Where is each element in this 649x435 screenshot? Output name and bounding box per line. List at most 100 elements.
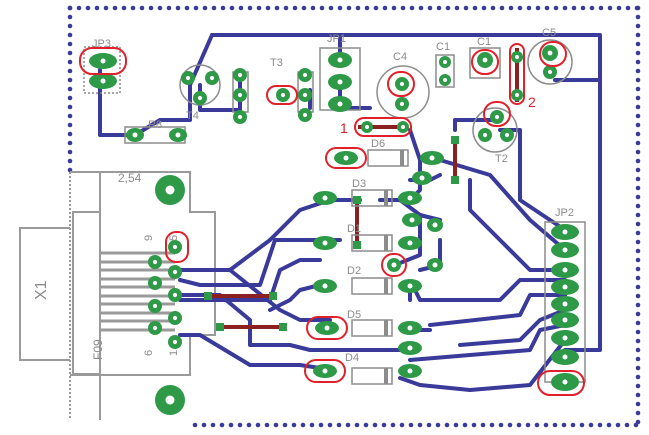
outline-dot xyxy=(264,422,270,428)
outline-dot xyxy=(635,68,641,74)
outline-dot xyxy=(472,5,478,11)
outline-dot xyxy=(454,5,460,11)
label-d1: D1 xyxy=(347,223,361,235)
outline-dot xyxy=(67,86,73,92)
label-pin1: 1 xyxy=(168,350,180,356)
outline-dot xyxy=(499,5,505,11)
outline-dot xyxy=(525,422,531,428)
pad-hole xyxy=(165,185,175,195)
pad-hole xyxy=(152,259,158,265)
outline-dot xyxy=(67,104,73,110)
outline-dot xyxy=(635,113,641,119)
outline-dot xyxy=(282,422,288,428)
outline-dot xyxy=(598,5,604,11)
outline-dot xyxy=(635,356,641,362)
outline-dot xyxy=(589,5,595,11)
outline-dot xyxy=(67,131,73,137)
outline-dot xyxy=(635,203,641,209)
pad-hole xyxy=(337,79,343,85)
outline-dot xyxy=(237,422,243,428)
outline-dot xyxy=(445,5,451,11)
outline-dot xyxy=(635,293,641,299)
outline-dot xyxy=(166,5,172,11)
pad-hole xyxy=(337,101,343,107)
pad-hole xyxy=(237,92,243,98)
label-jp2: JP2 xyxy=(555,207,574,219)
pad-hole xyxy=(172,339,178,345)
outline-dot xyxy=(67,68,73,74)
outline-dot xyxy=(336,422,342,428)
outline-dot xyxy=(633,422,639,428)
outline-dot xyxy=(635,194,641,200)
label-c1b: C1 xyxy=(477,36,491,48)
outline-dot xyxy=(635,365,641,371)
via xyxy=(353,196,361,204)
outline-dot xyxy=(526,5,532,11)
outline-dot xyxy=(571,5,577,11)
outline-dot xyxy=(635,410,641,416)
label-r8: R8 xyxy=(148,119,162,131)
outline-dot xyxy=(615,422,621,428)
outline-dot xyxy=(616,5,622,11)
outline-dot xyxy=(544,5,550,11)
via xyxy=(269,292,277,300)
via xyxy=(216,323,224,331)
outline-dot xyxy=(606,422,612,428)
label-c1a: C1 xyxy=(436,41,450,53)
outline-dot xyxy=(453,422,459,428)
outline-dot xyxy=(67,158,73,164)
label-jp3: JP3 xyxy=(92,38,111,50)
pad-hole xyxy=(100,78,106,84)
outline-dot xyxy=(409,5,415,11)
label-pin9: 9 xyxy=(143,235,155,241)
outline-dot xyxy=(635,14,641,20)
label-pin5: 5 xyxy=(168,235,180,241)
pad-hole xyxy=(432,262,438,268)
pad-hole xyxy=(432,222,438,228)
outline-dot xyxy=(635,167,641,173)
outline-dot xyxy=(635,401,641,407)
pad-hole xyxy=(547,50,553,56)
outline-dot xyxy=(328,5,334,11)
red-markers: 1 2 xyxy=(340,94,536,136)
outline-dot xyxy=(309,422,315,428)
outline-dot xyxy=(345,422,351,428)
outline-dot xyxy=(390,422,396,428)
outline-dot xyxy=(635,284,641,290)
outline-dot xyxy=(570,422,576,428)
outline-dot xyxy=(346,5,352,11)
via xyxy=(204,292,212,300)
outline-dot xyxy=(444,422,450,428)
pad-hole xyxy=(562,335,568,341)
outline-dot xyxy=(301,5,307,11)
outline-dot xyxy=(130,5,136,11)
pad-hole xyxy=(172,269,178,275)
outline-dot xyxy=(139,5,145,11)
outline-dot xyxy=(635,50,641,56)
pad-hole xyxy=(407,345,413,351)
outline-dot xyxy=(462,422,468,428)
pad-hole xyxy=(365,125,369,129)
pad-hole xyxy=(515,55,519,59)
outline-dot xyxy=(219,422,225,428)
pad-hole xyxy=(562,379,568,385)
pad-hole xyxy=(237,114,243,120)
labels: JP3 JP1 JP2 T3 T4 T2 R8 C1 C1 C4 C5 D6 D… xyxy=(33,27,574,364)
pad-hole xyxy=(443,60,447,64)
outline-dot xyxy=(635,221,641,227)
label-c4: C4 xyxy=(393,51,407,63)
outline-dot xyxy=(635,23,641,29)
outline-dot xyxy=(635,140,641,146)
outline-dot xyxy=(255,422,261,428)
via xyxy=(279,323,287,331)
outline-dot xyxy=(635,257,641,263)
pad-hole xyxy=(280,92,286,98)
outline-dot xyxy=(553,5,559,11)
outline-dot xyxy=(211,5,217,11)
outline-dot xyxy=(635,131,641,137)
outline-dot xyxy=(67,95,73,101)
pad-hole xyxy=(407,240,413,246)
outline-dot xyxy=(103,5,109,11)
outline-dot xyxy=(562,5,568,11)
outline-dot xyxy=(418,5,424,11)
